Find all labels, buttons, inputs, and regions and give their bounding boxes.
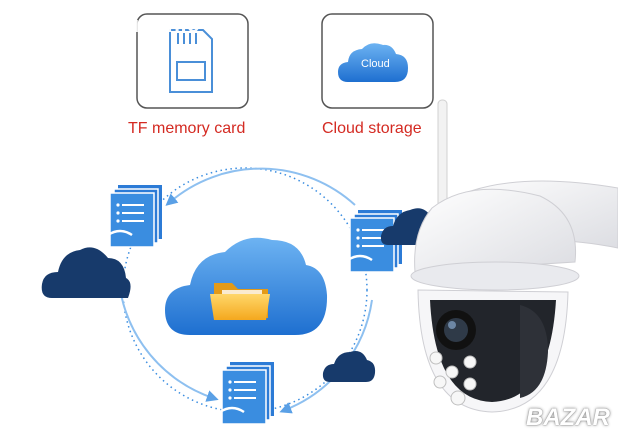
folder-icon	[210, 283, 270, 320]
tf-card-icon-tile	[136, 13, 249, 109]
document-icon	[107, 185, 162, 248]
brand-logo: BAZAR	[526, 404, 610, 431]
sd-card-icon	[169, 29, 213, 93]
cloud-icon-text: Cloud	[361, 58, 390, 70]
dark-cloud-icon	[41, 247, 131, 298]
cloud-storage-label: Cloud storage	[322, 120, 422, 137]
document-icon	[219, 362, 274, 425]
dark-cloud-icon	[322, 351, 376, 382]
cctv-camera-icon	[410, 99, 618, 413]
cloud-storage-tile	[321, 13, 434, 109]
dotted-orbit	[122, 167, 368, 413]
arc-arrow-top	[165, 167, 356, 206]
watermark-text: videonablyudenie	[6, 12, 200, 37]
central-cloud-icon	[165, 237, 328, 335]
document-icon	[347, 210, 402, 273]
cloud-icon	[338, 43, 408, 82]
tf-memory-card-label: TF memory card	[128, 120, 246, 137]
